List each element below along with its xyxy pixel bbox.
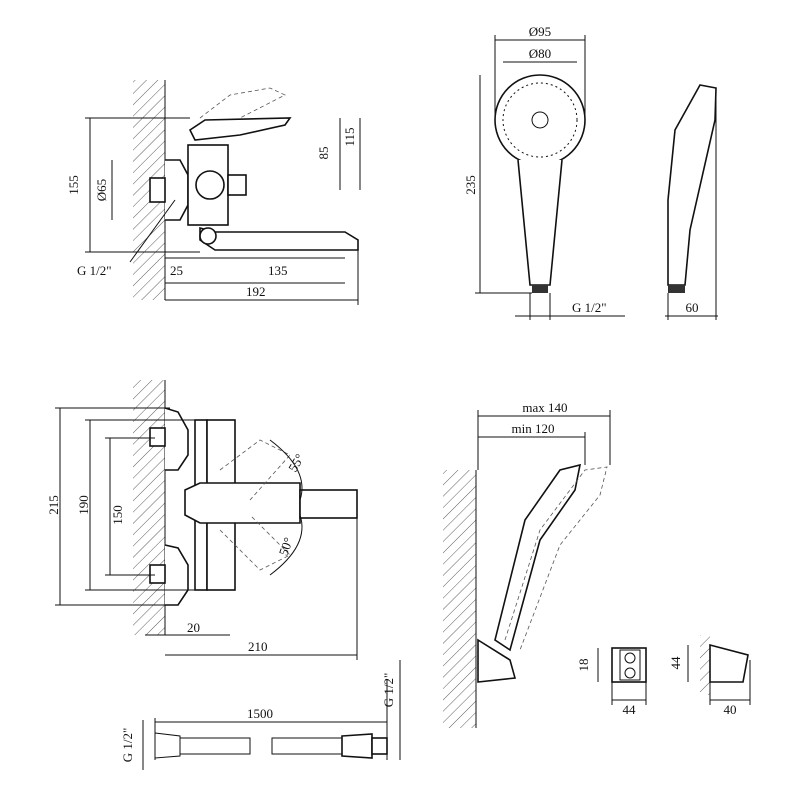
dim-20: 20 [187, 620, 200, 635]
dim-max-140: max 140 [522, 400, 567, 415]
dim-head-inner: Ø80 [529, 46, 551, 61]
dim-85: 85 [316, 147, 331, 160]
dim-235: 235 [463, 175, 478, 195]
dim-angle-55: 55° [285, 451, 307, 474]
dim-150: 150 [110, 505, 125, 525]
dim-155: 155 [66, 175, 81, 195]
dim-115: 115 [342, 127, 357, 146]
dim-shower-thread: G 1/2" [572, 300, 607, 315]
dim-210: 210 [248, 639, 268, 654]
dim-hose-thread-left: G 1/2" [120, 728, 135, 763]
dim-thread: G 1/2" [77, 263, 112, 278]
hose-view: 1500 G 1/2" G 1/2" [120, 660, 401, 770]
wall-hatch [133, 380, 165, 635]
dim-135: 135 [268, 263, 288, 278]
mixer-front-view: 215 190 150 20 210 55° 50° [46, 380, 358, 660]
shower-holder-view: max 140 min 120 [443, 400, 611, 728]
dim-215: 215 [46, 495, 61, 515]
dim-25: 25 [170, 263, 183, 278]
dim-192: 192 [246, 284, 266, 299]
dim-head-outer: Ø95 [529, 24, 551, 39]
bracket-views: 18 44 44 40 [576, 635, 751, 717]
dim-40: 40 [724, 702, 737, 717]
hand-shower-view: Ø95 Ø80 235 G 1/2" 60 [463, 24, 718, 320]
wall-hatch [443, 470, 476, 728]
dim-min-120: min 120 [512, 421, 555, 436]
dim-44-side: 44 [668, 656, 683, 670]
dim-1500: 1500 [247, 706, 273, 721]
dim-angle-50: 50° [276, 535, 296, 557]
dim-190: 190 [76, 495, 91, 515]
dim-hose-thread-right: G 1/2" [381, 673, 396, 708]
dim-60: 60 [686, 300, 699, 315]
dim-44-front: 44 [623, 702, 637, 717]
dim-18: 18 [576, 659, 591, 672]
mixer-side-view: 155 Ø65 85 115 G 1/2" 25 135 192 [66, 80, 361, 305]
dim-inlet-diameter: Ø65 [94, 179, 109, 201]
